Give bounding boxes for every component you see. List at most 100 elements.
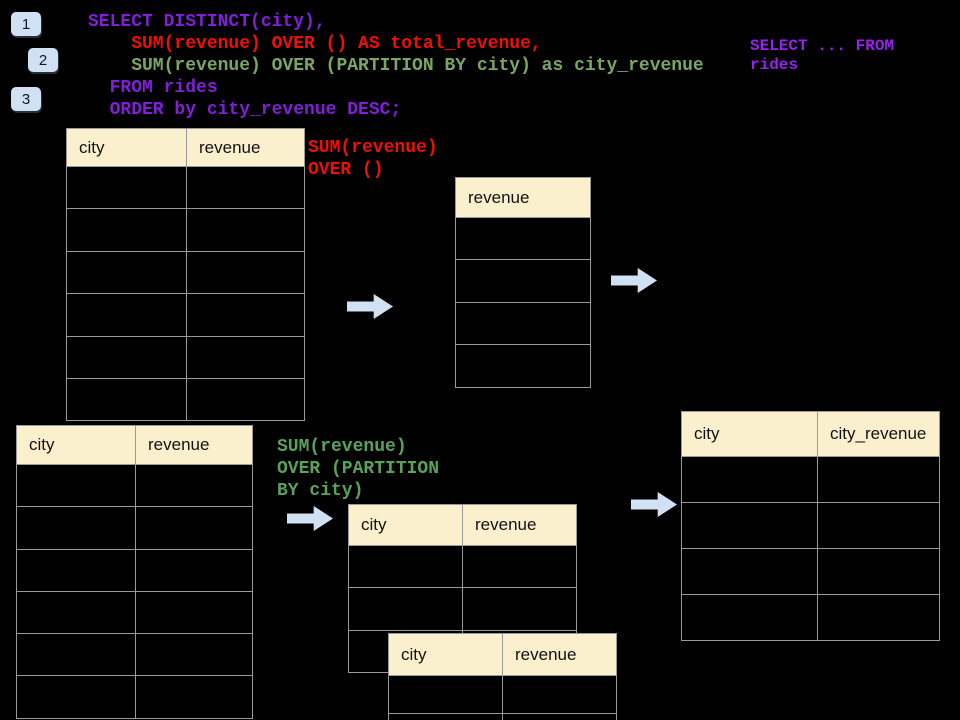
table-row bbox=[17, 590, 252, 634]
empty-cell bbox=[463, 588, 576, 629]
column-header-city: city bbox=[67, 129, 187, 166]
empty-cell bbox=[67, 167, 187, 209]
column-header-city: city bbox=[349, 505, 463, 545]
empty-cell bbox=[67, 294, 187, 336]
table-header-row: city revenue bbox=[67, 129, 304, 166]
empty-cell bbox=[187, 252, 304, 293]
table-row bbox=[389, 713, 616, 720]
table-row bbox=[17, 506, 252, 549]
empty-cell bbox=[187, 379, 304, 420]
empty-cell bbox=[17, 549, 136, 591]
table-partition-window-1: city revenue bbox=[348, 504, 577, 673]
table-city-revenue-result: city city_revenue bbox=[681, 411, 940, 641]
empty-cell bbox=[17, 507, 136, 549]
table-row bbox=[17, 675, 252, 718]
empty-cell bbox=[818, 549, 939, 594]
table-row bbox=[456, 301, 590, 344]
step-badge-1: 1 bbox=[11, 12, 41, 36]
column-header-revenue: revenue bbox=[148, 435, 210, 454]
column-header-city: city bbox=[389, 634, 503, 675]
empty-cell bbox=[136, 550, 252, 591]
table-row bbox=[349, 587, 576, 630]
table-header-row: city revenue bbox=[17, 426, 252, 464]
empty-cell bbox=[682, 595, 818, 640]
table-row bbox=[456, 344, 590, 386]
empty-cell bbox=[187, 167, 304, 208]
empty-cell bbox=[136, 465, 252, 506]
text-line: rides bbox=[750, 56, 799, 74]
empty-cell bbox=[389, 714, 503, 720]
empty-cell bbox=[456, 260, 590, 301]
column-header-city: city bbox=[17, 426, 136, 464]
empty-cell bbox=[67, 378, 187, 421]
table-row bbox=[349, 545, 576, 588]
table-row bbox=[682, 548, 939, 594]
table-header-row: city revenue bbox=[349, 505, 576, 545]
text-line: SELECT ... FROM bbox=[750, 37, 895, 55]
table-row bbox=[17, 633, 252, 676]
empty-cell bbox=[136, 676, 252, 717]
empty-cell bbox=[17, 465, 136, 507]
table-row bbox=[682, 594, 939, 640]
text-line: OVER () bbox=[308, 160, 384, 180]
column-header-revenue: revenue bbox=[199, 137, 261, 157]
flow-arrow-icon bbox=[611, 268, 657, 293]
empty-cell bbox=[456, 218, 590, 259]
empty-cell bbox=[682, 503, 818, 548]
empty-cell bbox=[17, 676, 136, 718]
table-row bbox=[67, 293, 304, 336]
flow-arrow-icon bbox=[631, 492, 677, 517]
empty-cell bbox=[17, 591, 136, 634]
empty-cell bbox=[67, 336, 187, 378]
text-line: SUM(revenue) OVER (PARTITION BY city) as… bbox=[88, 56, 704, 76]
table-row bbox=[456, 217, 590, 259]
table-row bbox=[67, 250, 304, 294]
table-row bbox=[67, 335, 304, 378]
empty-cell bbox=[456, 303, 590, 344]
table-rides-source: city revenue bbox=[66, 128, 305, 422]
flow-arrow-icon bbox=[347, 294, 393, 319]
empty-cell bbox=[136, 507, 252, 548]
empty-cell bbox=[187, 209, 304, 250]
empty-cell bbox=[349, 588, 463, 630]
empty-cell bbox=[17, 634, 136, 676]
empty-cell bbox=[682, 549, 818, 594]
table-row bbox=[17, 548, 252, 591]
table-row bbox=[456, 259, 590, 301]
empty-cell bbox=[136, 634, 252, 675]
column-header-revenue: revenue bbox=[475, 515, 537, 534]
table-partition-window-2: city revenue bbox=[388, 633, 617, 720]
empty-cell bbox=[187, 294, 304, 335]
table-row bbox=[67, 166, 304, 209]
empty-cell bbox=[67, 251, 187, 294]
empty-cell bbox=[463, 546, 576, 587]
empty-cell bbox=[682, 457, 818, 502]
empty-cell bbox=[818, 457, 939, 502]
text-line: FROM rides bbox=[88, 78, 218, 98]
table-rides-source-2: city revenue bbox=[16, 425, 253, 719]
text-line: OVER (PARTITION bbox=[277, 459, 440, 479]
column-header-city_revenue: city_revenue bbox=[830, 424, 927, 443]
sql-code: SELECT DISTINCT(city), SUM(revenue) OVER… bbox=[88, 11, 704, 121]
empty-cell bbox=[389, 676, 503, 713]
flow-arrow-icon bbox=[287, 506, 333, 531]
table-row bbox=[682, 502, 939, 548]
column-header-city: city bbox=[682, 412, 818, 456]
empty-cell bbox=[67, 209, 187, 251]
text-line: SUM(revenue) bbox=[277, 437, 407, 457]
text-line: BY city) bbox=[277, 481, 364, 501]
table-row bbox=[682, 456, 939, 502]
column-header-revenue: revenue bbox=[468, 187, 530, 207]
table-row bbox=[67, 377, 304, 421]
empty-cell bbox=[818, 595, 939, 640]
table-row bbox=[389, 675, 616, 713]
text-line: SELECT DISTINCT(city), bbox=[88, 12, 326, 32]
empty-cell bbox=[456, 345, 590, 386]
text-line: SUM(revenue) bbox=[308, 138, 438, 158]
table-header-row: city city_revenue bbox=[682, 412, 939, 456]
column-header-revenue: revenue bbox=[515, 644, 577, 664]
step-badge-3: 3 bbox=[11, 87, 41, 111]
